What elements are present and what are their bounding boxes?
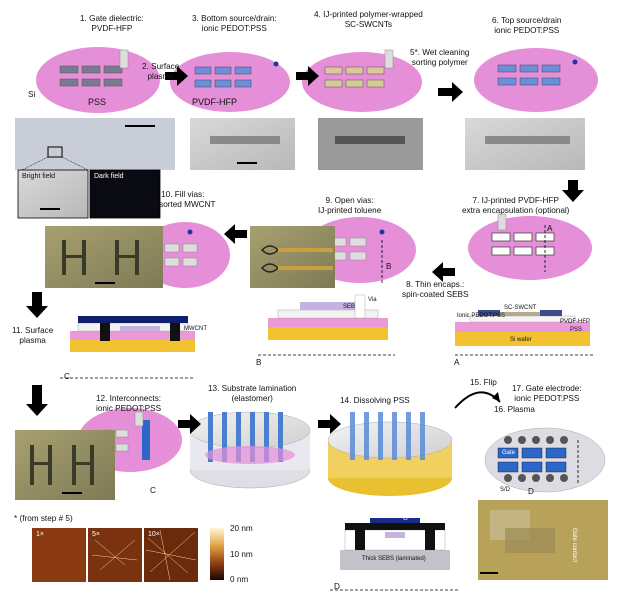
bright-field-label: Bright field xyxy=(22,173,56,180)
sc-swcnt-label: SC-SWCNT xyxy=(504,305,537,311)
afm-scale-10: 10 nm xyxy=(230,550,253,559)
photo-step9 xyxy=(250,226,335,288)
step15-label: 15. Flip xyxy=(470,378,497,387)
step13-label: 13. Substrate lamination(elastomer) xyxy=(208,384,297,403)
section-c-label: C xyxy=(64,372,70,381)
mwcnt-label: MWCNT xyxy=(184,326,207,332)
via-label: Via xyxy=(368,297,377,303)
section-d-label: D xyxy=(334,582,340,591)
si-wafer-label: Si wafer xyxy=(510,337,532,343)
seb-label: SEB xyxy=(343,304,356,310)
section-a-label: A xyxy=(454,358,460,367)
wafer-step7 xyxy=(468,213,592,280)
section-c-marker: C xyxy=(150,486,156,495)
gate-contact-label: Gate contact xyxy=(571,528,577,563)
section-a-marker: A xyxy=(547,224,553,233)
step14-label: 14. Dissolving PSS xyxy=(340,396,410,405)
section-b-label: B xyxy=(256,358,262,367)
gate-label: Gate xyxy=(502,450,516,456)
si-label: Si xyxy=(28,90,36,99)
step3-label: 3. Bottom source/drain:ionic PEDOT:PSS xyxy=(192,14,277,33)
step12-label: 12. Interconnects:ionic PEDOT:PSS xyxy=(96,394,162,413)
device-disk xyxy=(484,427,606,493)
sd-label: S/D xyxy=(500,487,511,493)
dissolve-disk xyxy=(327,412,453,496)
wafer-step1 xyxy=(36,47,160,113)
wafer-step4 xyxy=(302,49,422,112)
afm-note: * (from step # 5) xyxy=(14,514,73,523)
step10-label: 10. Fill vias:unsorted MWCNT xyxy=(150,190,216,209)
afm-scale-20: 20 nm xyxy=(230,524,253,533)
cross-section-a xyxy=(455,310,595,356)
photo-step10 xyxy=(45,226,163,288)
afm-colorbar xyxy=(210,528,224,580)
afm-scale-0: 0 nm xyxy=(230,575,249,584)
afm-panel-5: 5× xyxy=(92,531,100,538)
step17-label: 17. Gate electrode:ionic PEDOT:PSS xyxy=(512,384,582,403)
wafer-step3 xyxy=(170,52,290,112)
pss-small-label: PSS xyxy=(570,327,583,333)
photo-gate-contact xyxy=(478,500,608,580)
lamination-disk xyxy=(189,411,311,489)
step8-label: 8. Thin encaps.:spin-coated SEBS xyxy=(402,280,469,299)
thick-sebs-label: Thick SEBS (laminated) xyxy=(362,556,426,562)
ionic-pedot-label: Ionic PEDOT:PSS xyxy=(457,313,506,319)
flip-arrow xyxy=(454,391,501,409)
g-label: G xyxy=(403,516,408,522)
section-b-marker: B xyxy=(386,262,392,271)
micrograph-row1 xyxy=(15,118,585,219)
d-marker: D xyxy=(528,487,534,496)
afm-panel-10: 10× xyxy=(148,531,160,538)
cross-section-c xyxy=(60,316,195,379)
pvdf-label: PVDF-HFP xyxy=(192,97,237,107)
afm-panels xyxy=(32,528,224,582)
pvdf-hfp-small-label: PVDF-HFP xyxy=(560,319,590,325)
photo-step12 xyxy=(15,430,115,500)
wafer-step6 xyxy=(474,48,598,112)
cross-section-d xyxy=(330,518,460,591)
step1-label: 1. Gate dielectric:PVDF-HFP xyxy=(80,14,144,33)
dark-field-label: Dark field xyxy=(94,173,124,180)
step9-label: 9. Open vias:IJ-printed toluene xyxy=(318,196,382,215)
cross-section-b xyxy=(258,294,395,356)
afm-panel-1: 1× xyxy=(36,531,44,538)
step16-label: 16. Plasma xyxy=(494,405,535,414)
process-arrows xyxy=(26,66,584,434)
pss-label: PSS xyxy=(88,97,107,107)
